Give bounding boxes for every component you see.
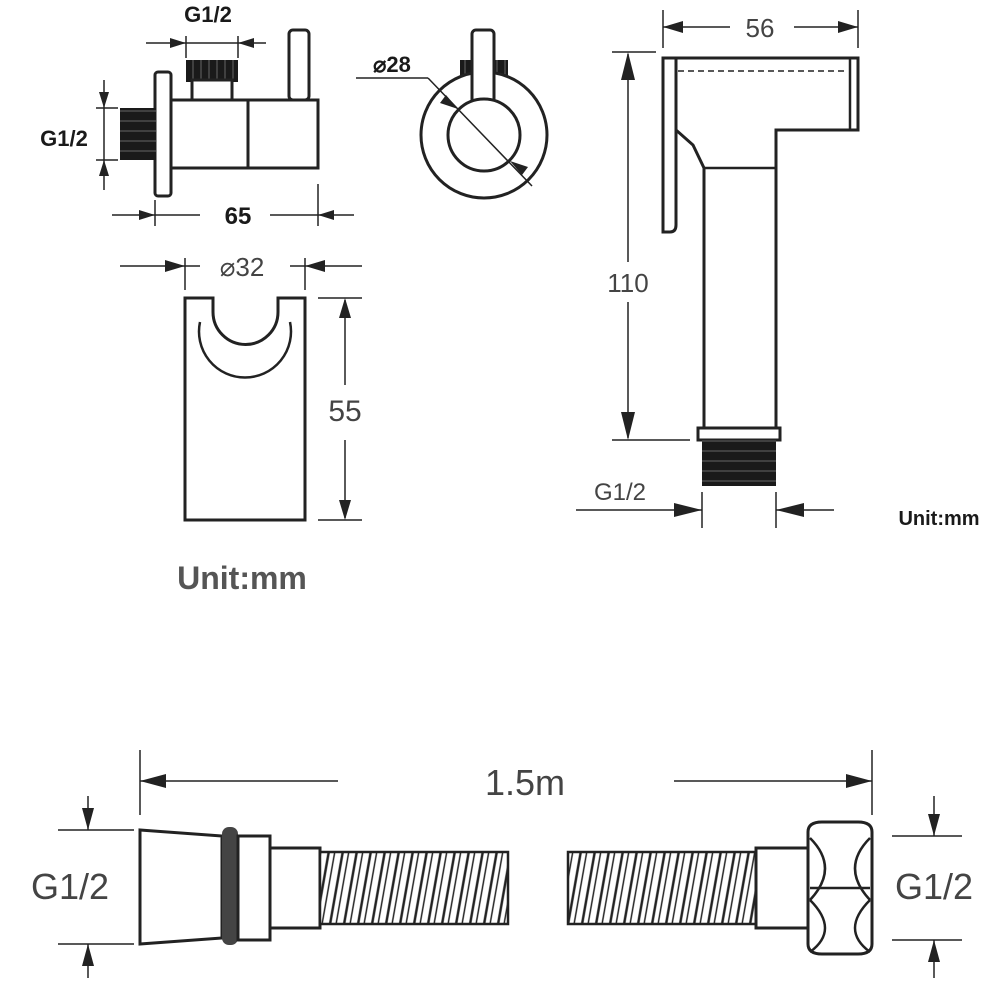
valve-knob [246, 98, 320, 170]
holder-width-label: ⌀32 [220, 252, 265, 282]
angle-valve-side-view: G1/2 G1/2 65 [40, 2, 354, 230]
hose-left-section [318, 850, 510, 926]
valve-top-thread-label: G1/2 [184, 2, 232, 27]
sprayer-width-label: 56 [746, 13, 775, 43]
hose-length-label: 1.5m [485, 762, 565, 803]
sprayer-body [663, 56, 860, 434]
hose-right-thread-label: G1/2 [895, 866, 973, 907]
valve-length-label: 65 [225, 203, 252, 230]
valve-handle-rod [287, 28, 311, 102]
sprayer-unit-label: Unit:mm [898, 508, 979, 530]
valve-flange [153, 70, 173, 198]
hose-left-cone-nut [138, 828, 224, 946]
sprayer-trigger [661, 56, 678, 234]
hand-sprayer: 56 110 G1/2 Unit:mm [576, 10, 980, 530]
valve-body [168, 98, 250, 170]
hose-left-thread-label: G1/2 [31, 866, 109, 907]
sprayer-height-label: 110 [607, 268, 648, 298]
holder-unit-label: Unit:mm [177, 560, 307, 596]
sprayer-collar [696, 426, 782, 442]
front-handle-rod [470, 28, 496, 108]
valve-top-thread [186, 60, 238, 82]
valve-front-view: ⌀28 [356, 28, 549, 200]
hose-left-sleeve [236, 834, 272, 942]
holder-height-label: 55 [328, 395, 361, 428]
hose-right-ferrule [754, 846, 810, 930]
shower-hose: 1.5m G1/2 G1/2 [31, 750, 973, 978]
front-diameter-label: ⌀28 [373, 52, 411, 77]
sprayer-thread-label: G1/2 [594, 479, 646, 506]
holder-body [183, 296, 307, 522]
hose-right-section [566, 850, 758, 926]
hose-left-ferrule [268, 846, 322, 930]
hose-left-o-ring [222, 827, 238, 945]
sprayer-holder: ⌀32 55 Unit:mm [120, 252, 362, 596]
valve-side-thread-label: G1/2 [40, 126, 88, 151]
sprayer-thread [702, 440, 776, 486]
valve-side-thread [120, 108, 156, 160]
